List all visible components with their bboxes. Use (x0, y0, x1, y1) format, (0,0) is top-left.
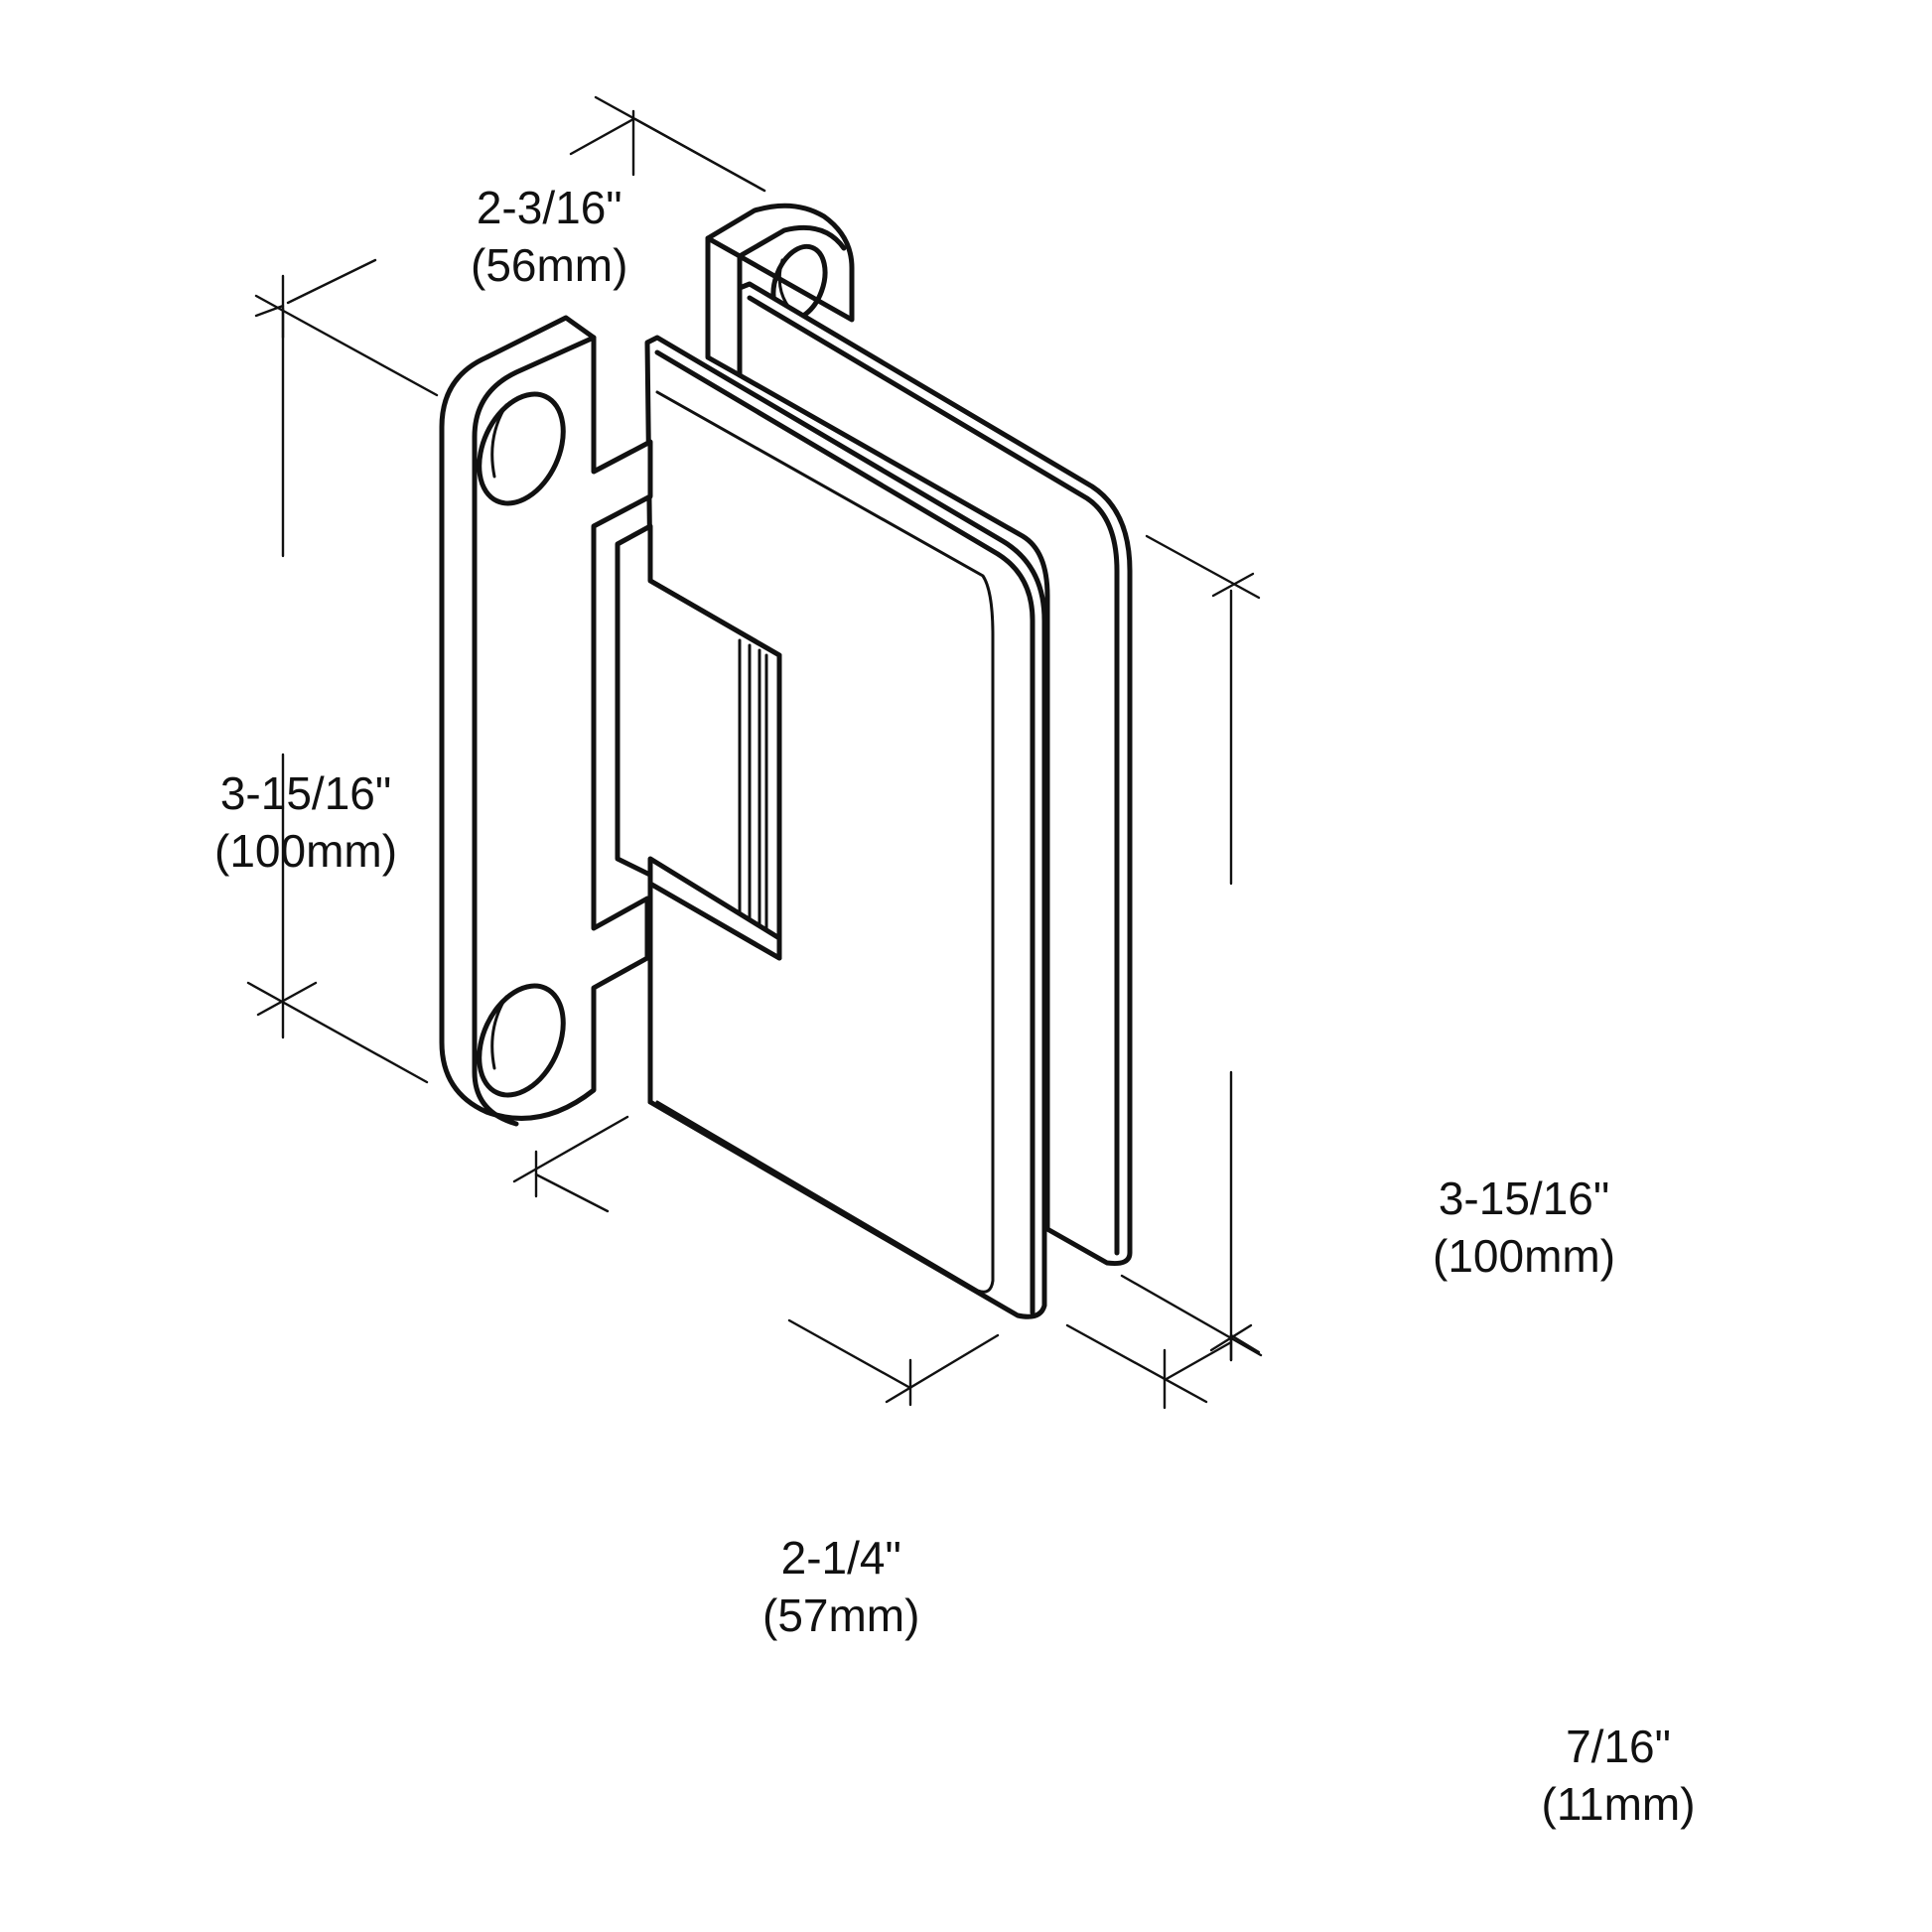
imperial-value: 2-1/4" (780, 1532, 901, 1584)
dimension-line (1163, 1340, 1233, 1382)
dimension-label-right-height: 3-15/16" (100mm) (1433, 1170, 1615, 1285)
thickness-dimension (1065, 1274, 1263, 1410)
metric-value: (100mm) (1433, 1230, 1616, 1282)
metric-value: (56mm) (471, 239, 628, 291)
dimension-label-thickness: 7/16" (11mm) (1542, 1718, 1696, 1833)
front-mount-plate (439, 315, 653, 1127)
dimension-line (633, 117, 766, 193)
imperial-value: 3-15/16" (219, 767, 392, 819)
dimension-line (569, 117, 635, 156)
imperial-value: 7/16" (1566, 1721, 1671, 1772)
hinge-body (615, 523, 782, 1105)
metric-value: (57mm) (762, 1589, 920, 1641)
dimension-line (1120, 1274, 1263, 1357)
dimension-line (787, 1318, 912, 1390)
dimension-line (885, 1333, 1000, 1404)
left-height-dimension (246, 306, 429, 1084)
imperial-value: 3-15/16" (1438, 1173, 1610, 1224)
dimension-label-bottom-width: 2-1/4" (57mm) (762, 1529, 919, 1644)
metric-value: (100mm) (214, 825, 398, 877)
dimension-line (1229, 1333, 1261, 1354)
dimension-label-top-depth: 2-3/16" (56mm) (471, 179, 627, 294)
dimension-line (1211, 572, 1255, 598)
dimension-line (1065, 1323, 1208, 1404)
dimension-line (254, 304, 285, 318)
imperial-value: 2-3/16" (476, 182, 622, 233)
dimension-label-left-height: 3-15/16" (100mm) (214, 764, 397, 880)
dimension-line (246, 981, 429, 1084)
dimension-line (1145, 534, 1261, 600)
dimension-line (256, 981, 318, 1017)
right-height-dimension (1145, 534, 1261, 1362)
dimension-line (534, 1173, 610, 1213)
dimension-lines (246, 95, 1263, 1410)
bottom-width-dimension (512, 1115, 1000, 1407)
dimension-line (254, 294, 439, 397)
dimension-line (512, 1115, 629, 1183)
metric-value: (11mm) (1541, 1778, 1696, 1830)
dimension-line (286, 258, 377, 305)
front-glass-plate (644, 335, 1047, 1319)
back-glass-plate (737, 281, 1133, 1266)
